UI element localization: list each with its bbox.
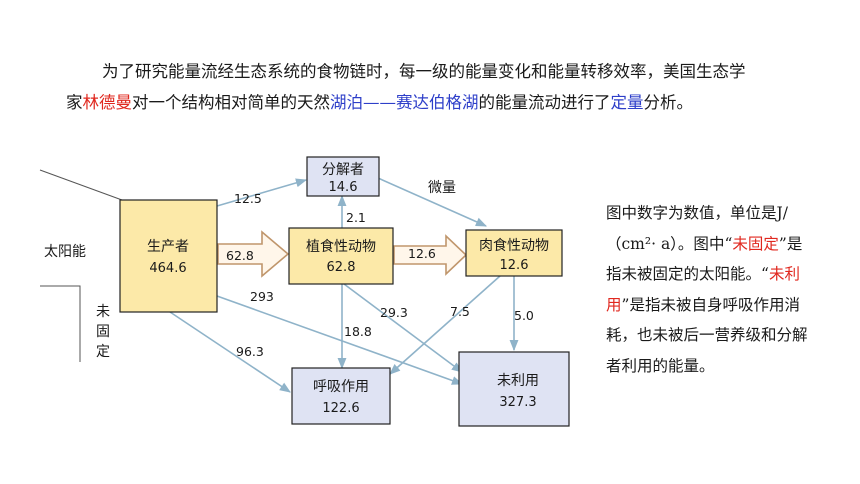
edge-carnivore-respiration [389,275,501,375]
note-text-2: ”是指未被固定的太阳能。“ [606,234,803,284]
producer-value: 464.6 [149,261,186,276]
producer-label: 生产者 [147,239,189,255]
edge-label-herbivore-unused: 29.3 [380,305,408,320]
node-respiration: 呼吸作用 122.6 [291,367,391,425]
unit-note: 图中数字为数值，单位是J/（cm²· a）。图中“未固定”是指未被固定的太阳能。… [606,198,812,381]
edge-carnivore-decomposer [377,177,488,227]
edge-label-carnivore-unused: 5.0 [514,308,534,323]
edge-producer-respiration [169,311,291,393]
edge-label-producer-decomposer: 12.5 [234,191,262,206]
edge-label-producer-herbivore: 62.8 [226,248,254,263]
unfixed-char-1: 未 [96,304,110,320]
edge-label-herbivore-decomposer: 2.1 [346,210,366,225]
node-unused: 未利用 327.3 [458,351,570,427]
intro-line-1: 为了研究能量流经生态系统的食物链时，每一级的能量变化和能量转移效率，美国生态学 [102,62,746,81]
note-text-1: 图中数字为数值，单位是J/（cm²· a）。图中“ [606,204,788,253]
intro-line-2d: 分析。 [643,93,694,112]
intro-line-2c: 的能量流动进行了 [478,93,611,112]
edge-label-herbivore-respiration: 18.8 [344,324,372,339]
edge-producer-unused [216,295,464,385]
carnivore-label: 肉食性动物 [479,237,549,254]
respiration-label: 呼吸作用 [313,379,369,395]
edge-label-herbivore-carnivore: 12.6 [408,246,436,261]
edge-label-trace: 微量 [428,180,456,196]
herbivore-label: 植食性动物 [306,238,376,255]
hollow-arrow-herbivore-carnivore [393,234,468,276]
respiration-value: 122.6 [322,401,359,416]
note-term-unused: 未利用 [606,265,800,314]
sun-ray-upper [39,169,123,201]
decomposer-label: 分解者 [322,162,364,178]
node-carnivore: 肉食性动物 12.6 [465,229,563,277]
note-term-unfixed: 未固定 [732,234,779,253]
herbivore-value: 62.8 [327,260,356,275]
unfixed-char-3: 定 [96,344,110,360]
edge-herbivore-unused [343,283,463,373]
edge-producer-decomposer [216,178,308,207]
node-herbivore: 植食性动物 62.8 [288,227,394,285]
edge-label-producer-respiration: 96.3 [236,344,264,359]
quantitative-term: 定量 [610,93,644,112]
unused-label: 未利用 [497,373,539,389]
decomposer-value: 14.6 [329,180,358,195]
sun-label: 太阳能 [44,244,86,260]
node-producer: 生产者 464.6 [119,199,218,313]
unused-value: 327.3 [499,395,536,410]
edge-label-producer-unused: 293 [250,289,274,304]
lake-name: 湖泊——赛达伯格湖 [330,93,479,112]
intro-line-2b: 对一个结构相对简单的天然 [132,93,330,112]
note-text-3: ”是指未被自身呼吸作用消耗，也未被后一营养级和分解者利用的能量。 [606,295,808,375]
unfixed-bracket [40,285,81,362]
intro-paragraph: 为了研究能量流经生态系统的食物链时，每一级的能量变化和能量转移效率，美国生态学 … [66,56,806,118]
intro-line-2a: 家 [66,93,83,112]
carnivore-value: 12.6 [500,258,529,273]
hollow-arrow-producer-herbivore [217,230,290,278]
node-decomposer: 分解者 14.6 [306,156,380,197]
unfixed-char-2: 固 [96,324,110,340]
lindeman-name: 林德曼 [82,93,133,112]
edge-label-carnivore-respiration: 7.5 [450,304,470,319]
